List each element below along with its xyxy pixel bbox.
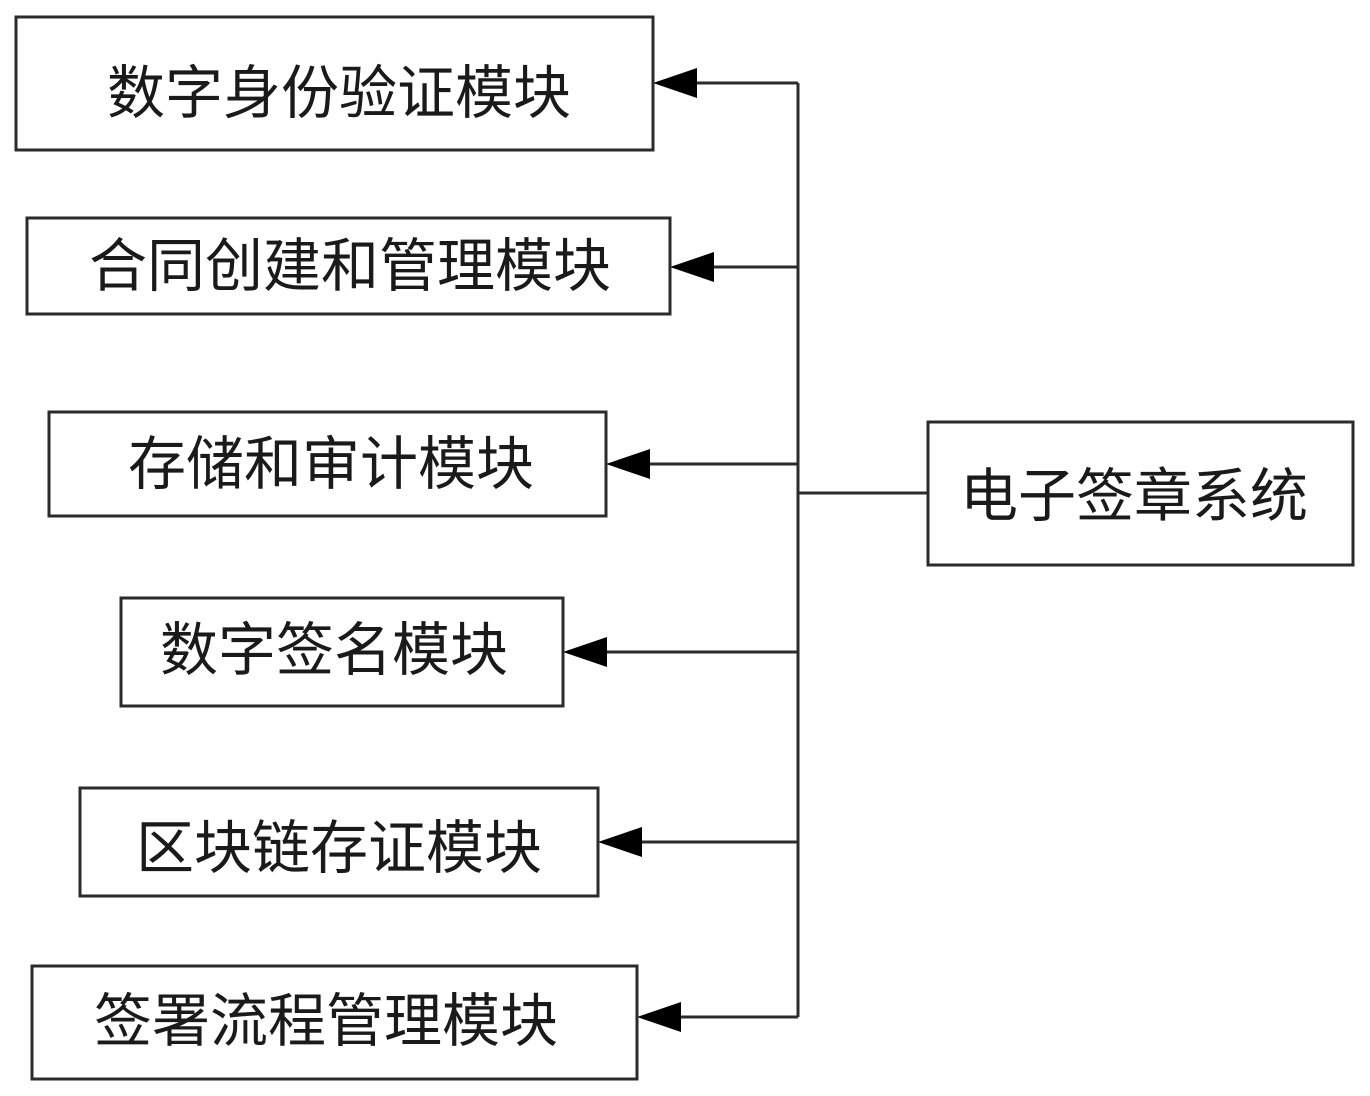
connectors [563,68,928,1032]
system-box: 电子签章系统 [926,420,1355,567]
arrowhead-5 [598,827,642,857]
arrowhead-1 [653,68,697,98]
arrowhead-3 [606,449,650,479]
system-label: 电子签章系统 [960,462,1308,530]
arrowhead-6 [637,1002,681,1032]
module-label-3: 存储和审计模块 [128,430,534,498]
arrowhead-4 [563,637,607,667]
module-label-5: 区块链存证模块 [136,814,542,882]
module-label-4: 数字签名模块 [160,616,508,684]
arrowhead-2 [670,252,714,282]
module-box-1: 数字身份验证模块 [14,15,655,152]
module-box-2: 合同创建和管理模块 [25,216,672,316]
module-box-5: 区块链存证模块 [78,786,600,898]
module-box-6: 签署流程管理模块 [30,964,639,1081]
module-label-6: 签署流程管理模块 [94,987,558,1055]
module-label-2: 合同创建和管理模块 [89,232,611,300]
module-label-1: 数字身份验证模块 [107,59,571,127]
module-box-3: 存储和审计模块 [47,410,608,518]
module-box-4: 数字签名模块 [119,596,565,708]
